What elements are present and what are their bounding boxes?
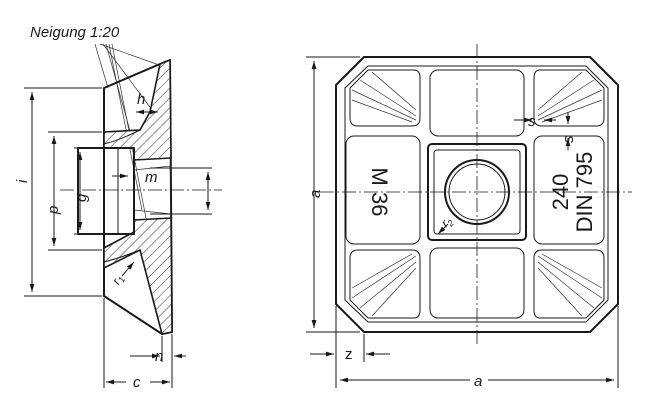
edge-pad-left bbox=[345, 135, 421, 245]
dim-label-h: h bbox=[137, 91, 145, 108]
dim-label-s-horizontal: s bbox=[528, 113, 536, 130]
dim-label-m: m bbox=[145, 169, 158, 186]
top-view: M 36 240 DIN 795 r2 s s a a z bbox=[306, 44, 632, 390]
dim-label-n: n bbox=[155, 348, 163, 365]
lower-flange-section bbox=[103, 217, 173, 335]
corner-pad-tr bbox=[533, 69, 605, 127]
corner-pad-tl bbox=[349, 69, 421, 127]
corner-pad-bl bbox=[349, 249, 421, 319]
corner-pad-br bbox=[533, 249, 605, 319]
corner-rays bbox=[351, 71, 603, 317]
dim-label-r1: r1 bbox=[109, 272, 127, 288]
dim-label-z: z bbox=[345, 346, 353, 363]
upper-flange-section bbox=[103, 59, 172, 161]
dim-label-c: c bbox=[133, 374, 141, 391]
top-inner-outline bbox=[344, 65, 609, 323]
dim-label-r2: r2 bbox=[438, 214, 456, 232]
marking-thread: M 36 bbox=[367, 168, 392, 217]
marking-size: 240 bbox=[548, 174, 573, 211]
dim-label-s-vertical: s bbox=[560, 135, 577, 143]
marking-standard: DIN 795 bbox=[572, 152, 597, 233]
slope-title: Neigung 1:20 bbox=[30, 24, 120, 41]
top-outline bbox=[335, 56, 619, 333]
dim-label-i: i bbox=[14, 179, 31, 183]
dim-label-g: g bbox=[73, 193, 90, 202]
dim-label-a-vertical: a bbox=[307, 190, 324, 198]
side-view: i p g h m r1 n c bbox=[14, 43, 222, 391]
dim-label-p: p bbox=[45, 206, 62, 215]
edge-pad-right bbox=[533, 135, 605, 245]
bore-recess bbox=[77, 147, 135, 235]
dim-label-a-horizontal: a bbox=[474, 373, 482, 390]
